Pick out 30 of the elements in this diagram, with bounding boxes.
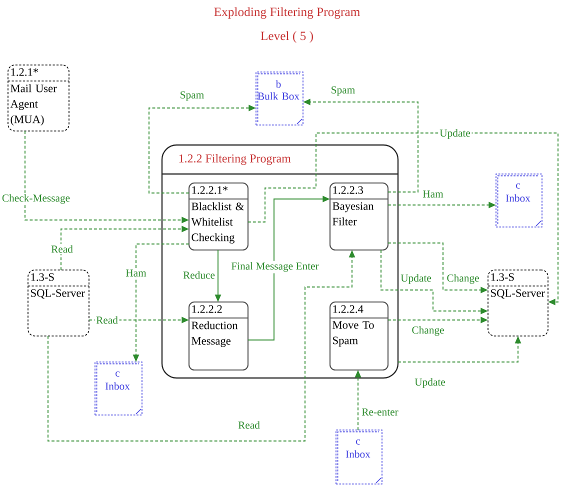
edge-label: Update	[413, 376, 447, 390]
edge-label: Ham	[421, 189, 445, 199]
arrow	[248, 132, 558, 306]
external-entity-box: 1.2.1* Mail User Agent (MUA)	[8, 64, 70, 132]
edge-label: Change	[445, 272, 481, 286]
external-entity-box: 1.3-S SQL-Server	[28, 270, 90, 336]
process-box: 1.2.2.3 Bayesian Filter	[329, 182, 389, 251]
process-box: 1.2.2.2 Reduction Message	[188, 301, 249, 371]
title: Exploding Filtering Program	[214, 7, 360, 19]
edge-label: Update	[399, 272, 433, 286]
edge-label: Ham	[124, 268, 148, 278]
edge-label: Reduce	[182, 270, 216, 280]
edge-label: Check-Message	[0, 192, 72, 206]
edge-label: Update	[438, 128, 472, 140]
data-store: b Bulk Box	[256, 72, 304, 126]
edge-label: Read	[50, 244, 74, 254]
data-store: c Inbox	[336, 430, 382, 484]
edge-label: Read	[236, 420, 262, 430]
edge-label: Change	[410, 324, 446, 338]
edge-label: Read	[94, 314, 120, 326]
data-store: c Inbox	[496, 174, 542, 228]
process-box: 1.2.2.1* Blacklist & Whitelist Checking	[188, 182, 249, 251]
edge-label: Re-enter	[360, 407, 400, 417]
subtitle: Level ( 5 )	[260, 31, 313, 43]
edge-label: Final Message Enter	[230, 260, 320, 274]
data-store: c Inbox	[94, 362, 142, 416]
edge-label: Spam	[178, 90, 206, 102]
process-box: 1.2.2.4 Move To Spam	[329, 301, 389, 371]
external-entity-box: 1.3-S SQL-Server	[488, 270, 548, 336]
edge-label: Spam	[330, 85, 356, 97]
